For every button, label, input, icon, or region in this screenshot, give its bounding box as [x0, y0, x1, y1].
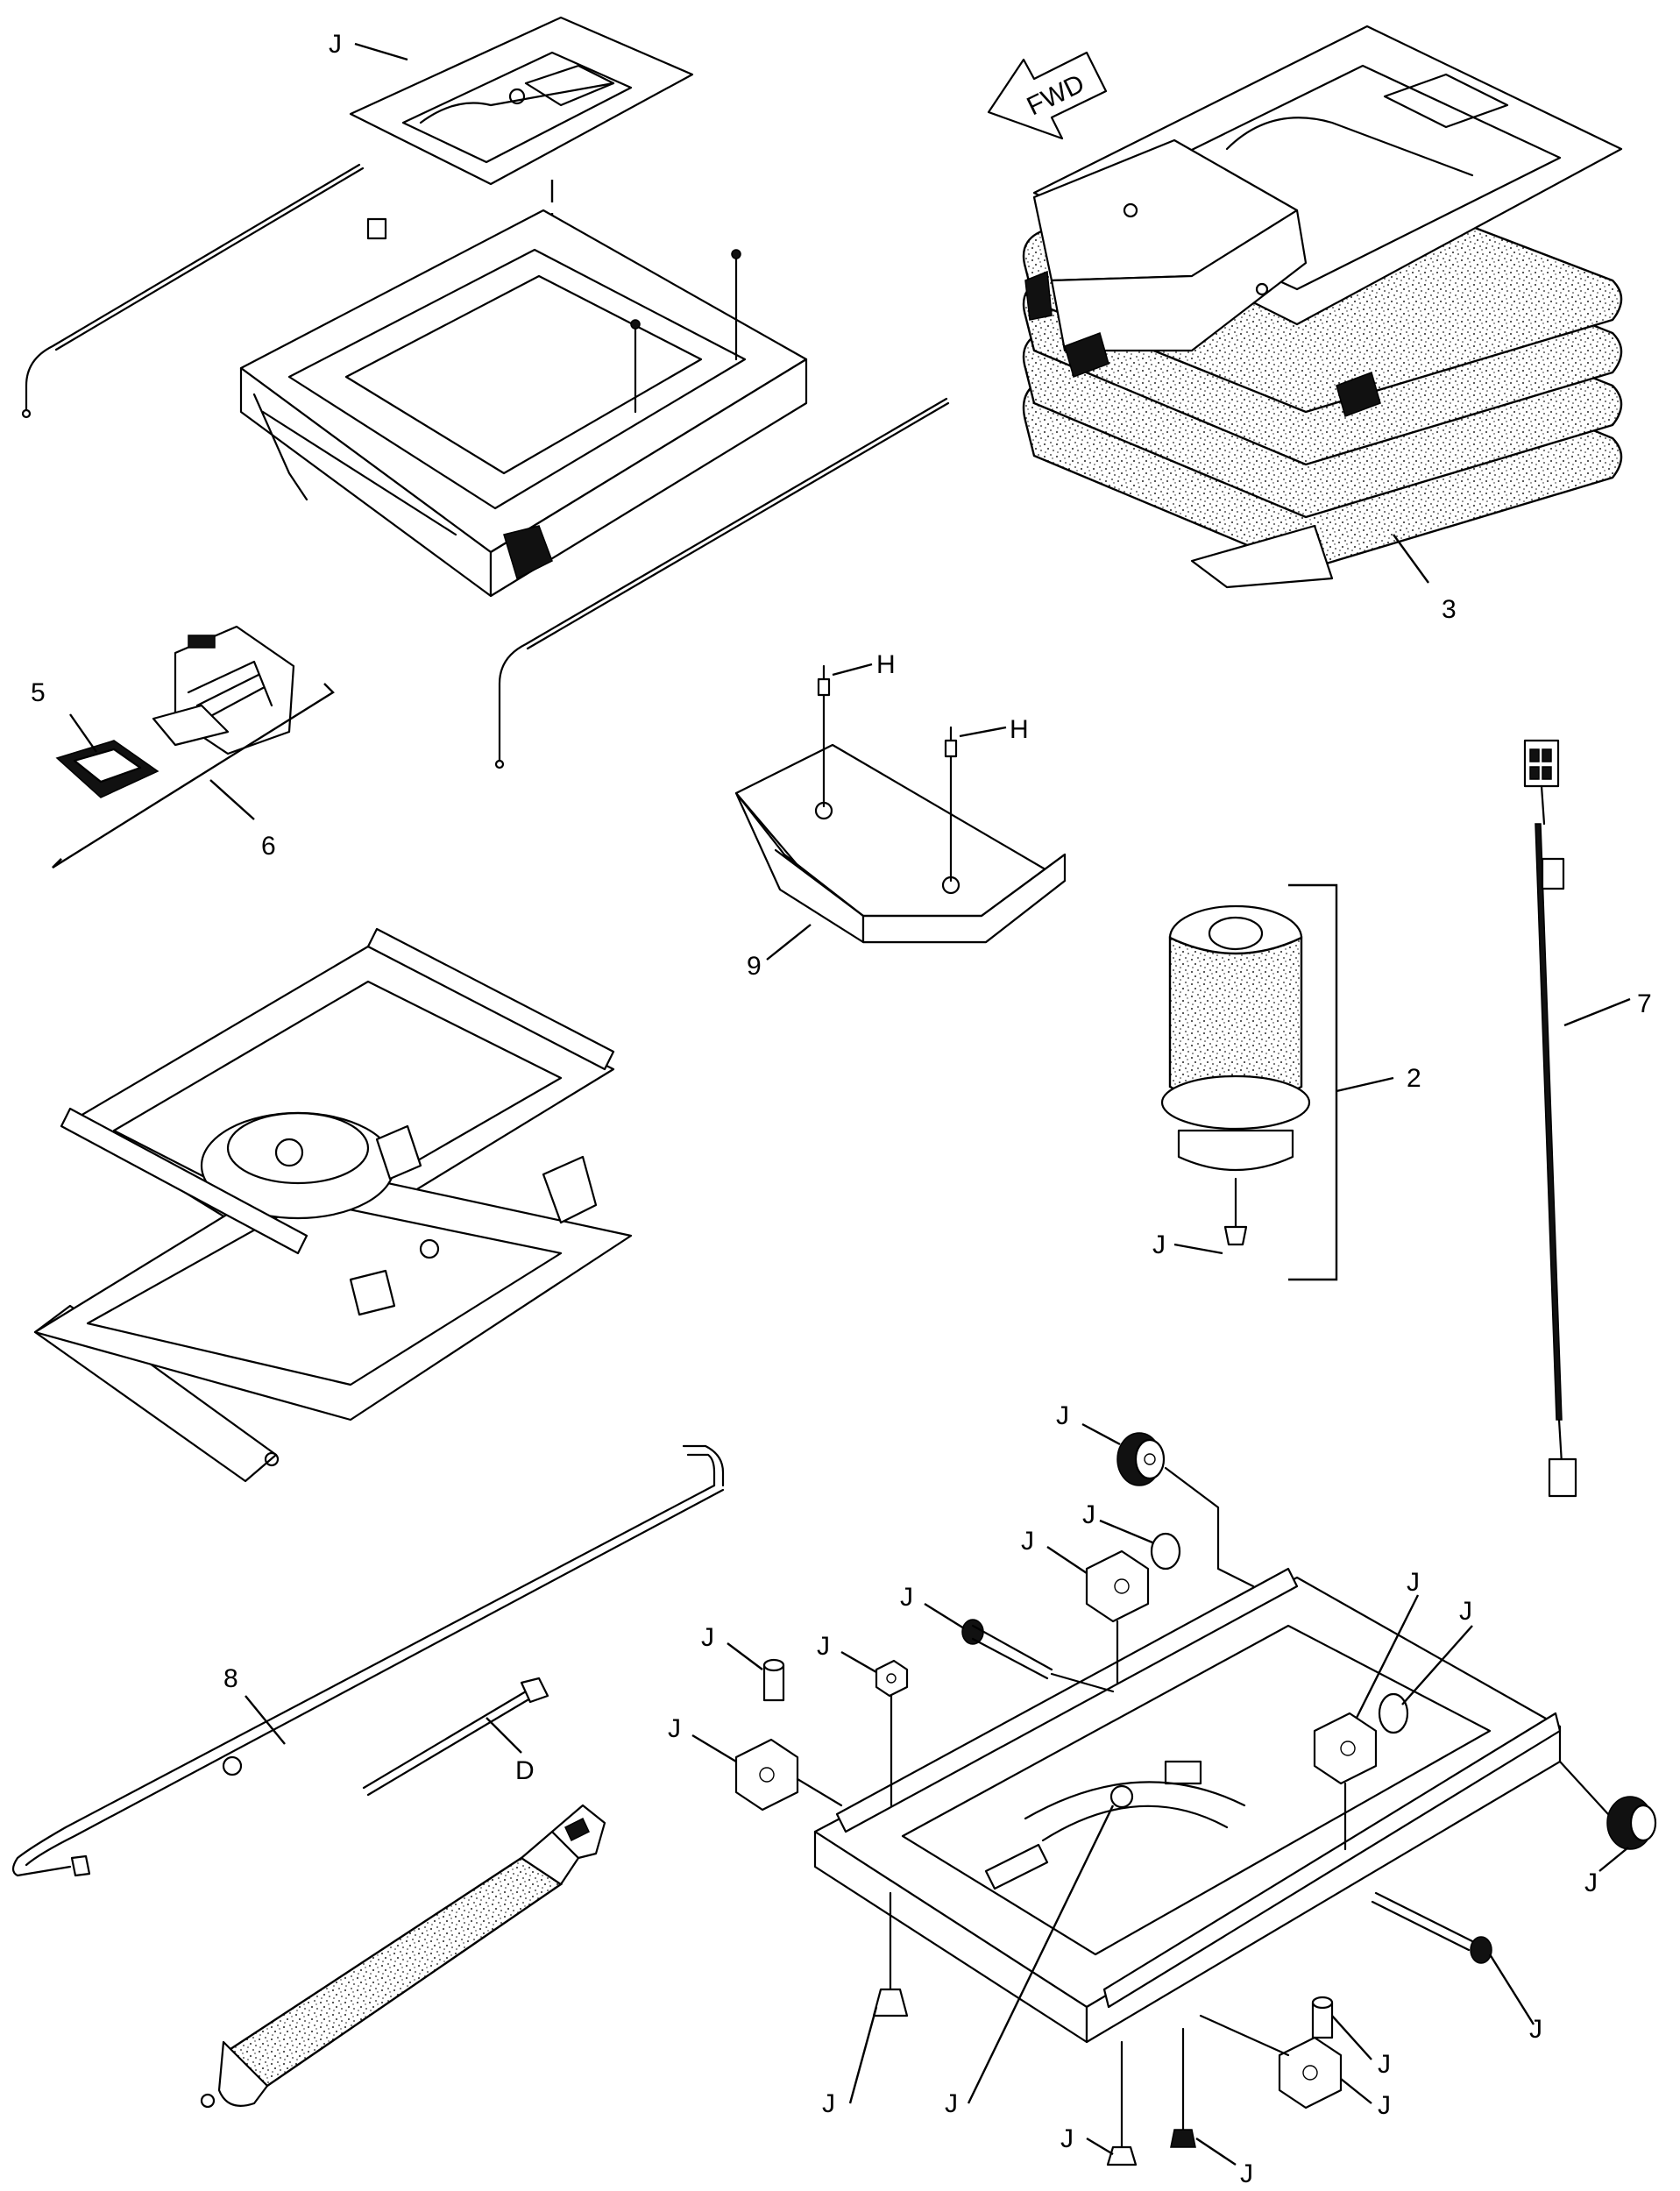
callout-j-spring: J: [1152, 1230, 1166, 1259]
wiring-harness: [1523, 739, 1577, 1498]
cover-box: [734, 664, 1067, 944]
fwd-arrow: FWD: [987, 51, 1108, 140]
callout-item-2: 2: [1407, 1064, 1421, 1093]
block-right: [1313, 1712, 1378, 1785]
pin-right: [1311, 1996, 1334, 2039]
callout-j-block-left: J: [668, 1714, 681, 1743]
callout-j-bolt-bottom-1: J: [1060, 2124, 1074, 2153]
scissor-mechanism: [33, 927, 633, 1483]
callout-item-5: 5: [31, 678, 46, 707]
callout-j-pin-right: J: [1378, 2050, 1391, 2079]
callout-j-block-bottom: J: [1378, 2091, 1391, 2120]
callout-j-block-right: J: [1407, 1568, 1420, 1597]
bushing-2: [1150, 1532, 1181, 1571]
bolt-bottom-1: [1106, 2040, 1138, 2166]
callout-j-roller-right: J: [1584, 1868, 1598, 1897]
callout-d-rod: D: [515, 1756, 535, 1785]
air-spring: [1160, 883, 1338, 1281]
leader-lines: [69, 42, 1631, 2166]
callout-j-bushing-2: J: [1082, 1500, 1095, 1529]
block-left: [734, 1738, 799, 1812]
pin-left: [762, 1658, 785, 1702]
damper: [200, 1804, 606, 2109]
callout-j-pin-left: J: [701, 1623, 714, 1652]
seat-frame-assembly: [21, 16, 950, 769]
lever-switch-assembly: [52, 625, 335, 869]
callout-j-bolt-bottom-2: J: [1240, 2159, 1253, 2188]
callout-item-7: 7: [1637, 989, 1652, 1018]
callout-item-6: 6: [261, 832, 276, 861]
callout-item-8: 8: [223, 1664, 238, 1693]
callout-j-bolt-1: J: [900, 1583, 913, 1612]
roller-right: [1606, 1796, 1657, 1850]
callout-j-center-nut: J: [945, 2089, 958, 2118]
callout-item-9: 9: [747, 952, 762, 981]
callout-j-block-1: J: [1021, 1527, 1034, 1556]
callout-j-bushing-right: J: [1459, 1597, 1472, 1626]
nut-left: [875, 1659, 909, 1698]
callout-j-bolt-right: J: [1529, 2015, 1542, 2044]
bolt-right: [1371, 1891, 1492, 1964]
callout-h-right: H: [1010, 715, 1029, 744]
bushing-right: [1378, 1692, 1409, 1734]
callout-j-top-plate: J: [329, 30, 342, 59]
callout-j-nut-left: J: [817, 1632, 830, 1661]
bushing-top: [1116, 1432, 1166, 1486]
base-frame-assembly: [734, 1432, 1657, 2166]
callout-j-bushing-top: J: [1056, 1401, 1069, 1430]
callout-labels: J 3 5 6 7 2 8 9 H H D J J J J J J J J J …: [31, 30, 1652, 2188]
callout-item-3: 3: [1442, 595, 1457, 624]
rod-assembly: [11, 1444, 725, 1877]
bolt-1: [961, 1619, 1053, 1680]
bolt-bottom-2: [1170, 2027, 1196, 2148]
block-bottom: [1278, 2036, 1343, 2109]
block-1: [1085, 1549, 1150, 1623]
callout-j-bolt-bottom-left: J: [822, 2089, 835, 2118]
seat-cushion-assembly: FWD: [987, 25, 1623, 589]
callout-h-top: H: [876, 650, 896, 679]
